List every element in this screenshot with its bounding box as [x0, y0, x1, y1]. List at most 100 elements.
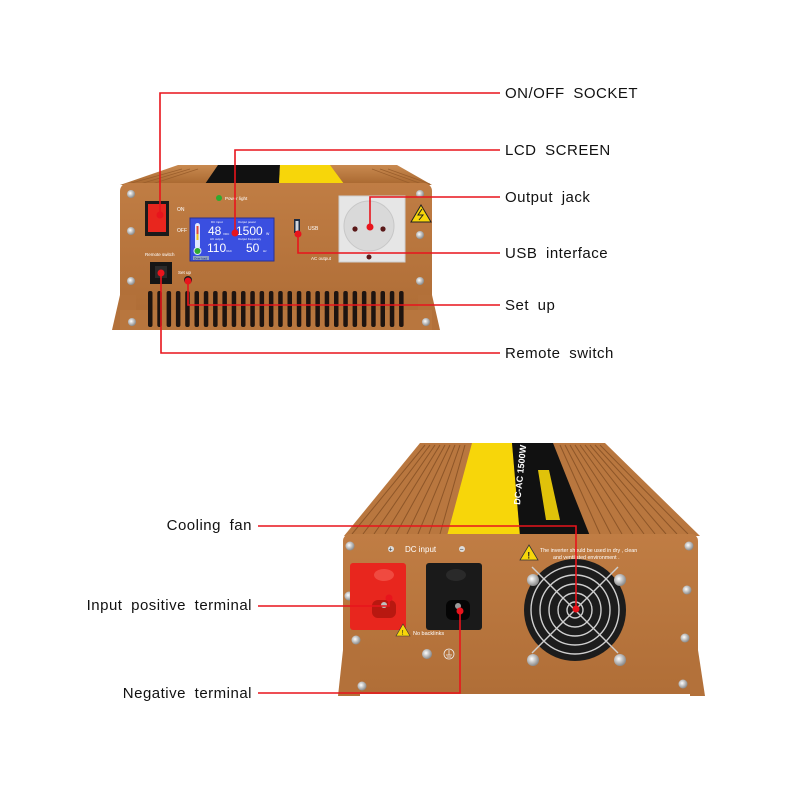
fin-line — [395, 444, 446, 535]
screw — [416, 231, 424, 239]
minus-marker: − — [460, 547, 464, 554]
callout-dots — [156, 211, 580, 615]
fin-line — [417, 444, 456, 535]
svg-text:!: ! — [402, 630, 404, 637]
fan-screw — [614, 574, 626, 586]
lcd-mode-badge-bg — [193, 256, 209, 260]
vent-slot — [380, 291, 385, 327]
vent-slot — [371, 291, 376, 327]
fin-line — [584, 444, 656, 535]
screw — [684, 541, 694, 551]
ac-socket-earth — [366, 254, 372, 260]
remote-switch-label: Remote switch — [145, 252, 175, 257]
ac-output-label: AC output — [311, 256, 332, 261]
screw — [127, 227, 135, 235]
vent-slot — [203, 291, 209, 327]
callout-label-input-positive-terminal: Input positive terminal — [86, 597, 252, 614]
lcd-ac-output-label: AC output — [210, 237, 224, 241]
minus-marker-bg — [459, 546, 465, 552]
rear-label-yellow-strip — [538, 470, 560, 520]
vent-slot — [148, 291, 153, 327]
callout-label-negative-terminal: Negative terminal — [122, 685, 252, 702]
lcd-output-power-unit: W — [266, 232, 270, 236]
fin-line — [599, 444, 689, 535]
inverter-front-view: ON OFF Power light Over load DC input 48… — [112, 165, 440, 330]
callout-line-on-off-socket — [159, 92, 500, 215]
vent-slot — [213, 291, 218, 327]
warning-line-2: and ventilated environment . — [553, 555, 620, 561]
callout-dot-set-up — [184, 277, 192, 285]
inverter-rear-view: DC-AC 1500W + DC input − ! No ba — [338, 443, 705, 696]
screw — [128, 318, 136, 326]
vent-slot — [296, 291, 302, 327]
caution-icon: ! — [395, 623, 411, 637]
vent-slot — [250, 291, 255, 327]
callout-label-on-off-socket: ON/OFF SOCKET — [505, 85, 639, 102]
callout-line-negative-terminal — [258, 611, 461, 694]
screw — [680, 633, 690, 643]
callout-label-cooling-fan: Cooling fan — [166, 517, 252, 534]
fin-lines — [351, 444, 689, 535]
ac-socket-pin-left — [352, 226, 358, 232]
power-light-label: Power light — [225, 196, 248, 201]
fin-line — [406, 444, 451, 535]
vent-slot — [166, 291, 172, 327]
callout-dot-lcd-screen — [231, 229, 239, 237]
screws — [344, 541, 694, 691]
callout-dot-output-jack — [366, 223, 374, 231]
lcd-output-freq-value: 50 — [246, 241, 260, 255]
callout-line-remote-switch — [160, 273, 500, 354]
caution-icon-large: ! — [519, 544, 539, 561]
vent-slot — [259, 291, 265, 327]
vent-slot — [315, 291, 320, 327]
vent-slot — [278, 291, 283, 327]
lcd-screen — [189, 217, 275, 262]
callout-dot-cooling-fan — [572, 605, 580, 613]
ground-stud[interactable] — [422, 649, 432, 659]
positive-terminal[interactable] — [350, 563, 406, 630]
vent-slot — [231, 291, 237, 327]
callout-dot-input-positive-terminal — [385, 594, 393, 602]
lcd-output-freq-unit: Hz — [263, 249, 267, 253]
callout-line-usb-interface — [297, 234, 500, 254]
screw — [678, 679, 688, 689]
vent-slot — [361, 291, 367, 327]
lcd-output-power-value: 1500 — [236, 224, 263, 238]
callout-dot-negative-terminal — [456, 607, 464, 615]
lcd-dc-input-value: 48 — [208, 224, 222, 238]
screw — [422, 318, 430, 326]
dc-input-label: DC input — [405, 545, 437, 554]
fin-line — [439, 444, 466, 535]
power-led — [216, 195, 222, 201]
vent-slot — [306, 291, 311, 327]
usb-label: USB — [308, 226, 319, 232]
screws — [127, 190, 430, 326]
callout-dot-usb-interface — [294, 230, 302, 238]
warning-line-1: The inverter should be used in dry , cle… — [540, 548, 637, 554]
fin-line — [362, 444, 431, 535]
lcd-output-power-label: Output power — [238, 220, 256, 224]
ground-symbol-icon — [443, 648, 455, 660]
top-label-black — [205, 165, 280, 184]
screw — [357, 681, 367, 691]
rocker-switch[interactable] — [148, 204, 166, 232]
lcd-dc-input-label: DC input — [211, 220, 223, 224]
fin-line — [589, 444, 667, 535]
screw — [345, 541, 355, 551]
vent-slot — [399, 291, 404, 327]
fin-line — [579, 444, 645, 535]
fan-screw — [527, 574, 539, 586]
callout-dot-on-off-socket — [156, 211, 164, 219]
vent-slot — [241, 291, 246, 327]
callout-label-output-jack: Output jack — [505, 189, 591, 206]
set-up-label: Set up — [178, 270, 192, 275]
vent-slot — [175, 291, 181, 327]
fin-line — [594, 444, 678, 535]
plus-marker-bg — [388, 546, 394, 552]
lcd-dc-input-unit: VDC — [223, 232, 230, 236]
callout-label-usb-interface: USB interface — [505, 245, 609, 262]
fan-screw — [527, 654, 539, 666]
negative-terminal[interactable] — [426, 563, 482, 630]
callout-line-output-jack — [369, 196, 500, 227]
thermometer-icon — [193, 223, 202, 255]
